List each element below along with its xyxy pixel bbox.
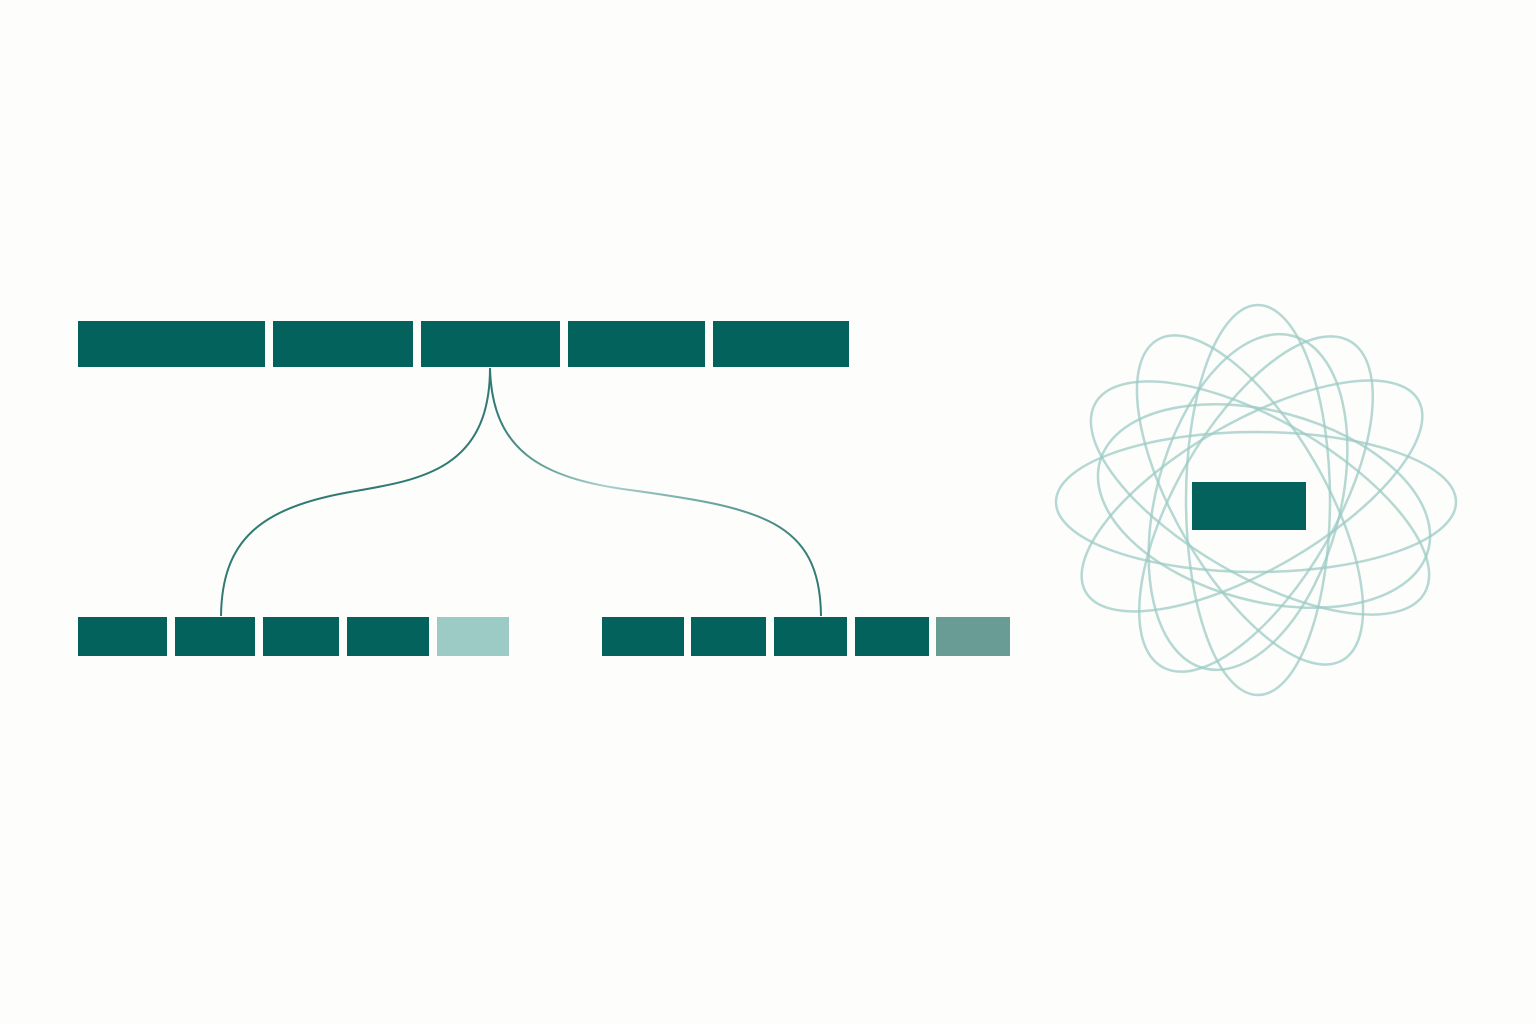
top-bar-segment-3 [421, 321, 560, 367]
right-bar-segment-3 [774, 617, 847, 656]
connector-right [489, 367, 822, 617]
right-bar-segment-4 [855, 617, 929, 656]
top-bar [78, 321, 849, 367]
tangle-ring-4 [1184, 303, 1332, 697]
tangle-ring-2 [1089, 380, 1431, 616]
right-bar-segment-5 [936, 617, 1010, 656]
left-bar-segment-5 [437, 617, 509, 656]
top-bar-segment-2 [273, 321, 413, 367]
left-bar [78, 617, 509, 656]
right-bar-segment-2 [691, 617, 766, 656]
left-bar-segment-1 [78, 617, 167, 656]
connector-left [220, 367, 491, 617]
tangle-ring-1 [1054, 430, 1458, 574]
tangle-graphic [1054, 303, 1458, 697]
right-bar [602, 617, 1010, 656]
tangle-ring-8 [1147, 332, 1349, 672]
tangle-rings [1054, 303, 1458, 697]
left-bar-segment-4 [347, 617, 429, 656]
left-bar-segment-3 [263, 617, 339, 656]
left-bar-segment-2 [175, 617, 255, 656]
tangle-core [1192, 482, 1306, 530]
top-bar-segment-1 [78, 321, 265, 367]
tangle-ring-7 [1096, 402, 1432, 610]
tangle-ring-6 [1080, 379, 1424, 613]
right-bar-segment-1 [602, 617, 684, 656]
tangle-ring-5 [1137, 335, 1375, 673]
top-bar-segment-4 [568, 321, 705, 367]
top-bar-segment-5 [713, 321, 849, 367]
tangle-ring-3 [1135, 334, 1365, 666]
